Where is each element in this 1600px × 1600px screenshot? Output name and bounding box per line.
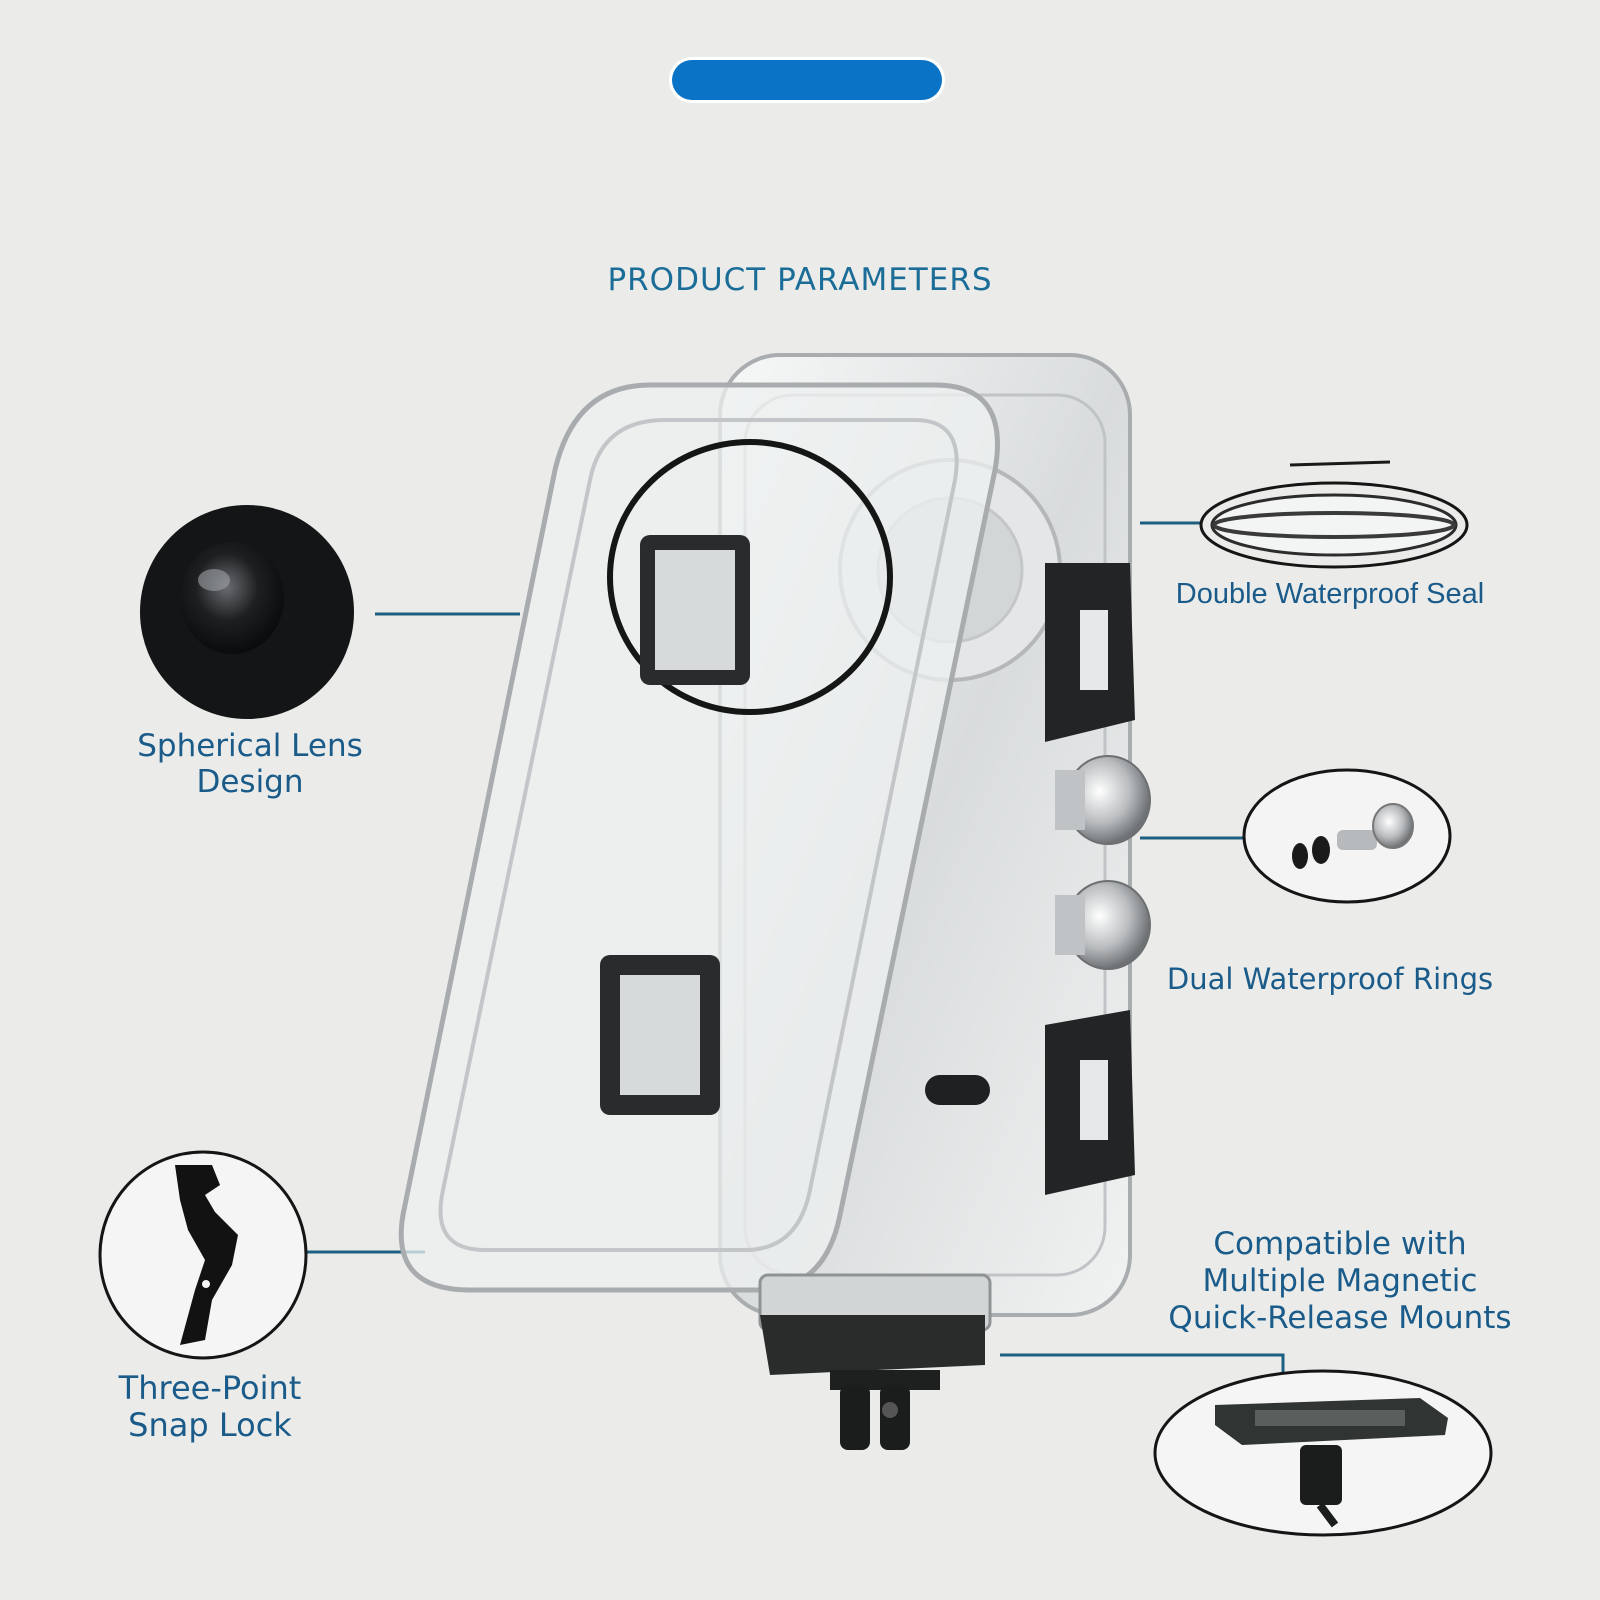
feature-label-rings: Dual Waterproof Rings <box>1166 962 1494 996</box>
seal-inset <box>1199 460 1469 569</box>
feature-label-mounts-line1: Compatible with <box>1213 1226 1467 1262</box>
feature-label-lock-line2: Snap Lock <box>128 1406 292 1444</box>
connector-mounts <box>1000 1353 1285 1372</box>
page-title: PRODUCT PARAMETERS <box>607 262 993 298</box>
feature-label-lens-line2: Design <box>196 764 304 800</box>
feature-label-lock-line1: Three-Point <box>118 1369 302 1407</box>
feature-label-lens-line1: Spherical Lens <box>137 728 363 764</box>
feature-label-mounts-line3: Quick-Release Mounts <box>1168 1300 1512 1336</box>
lock-inset <box>98 1150 308 1360</box>
side-clip-bottom <box>1045 1010 1135 1195</box>
lens-inset <box>140 505 354 719</box>
feature-label-seal: Double Waterproof Seal <box>1175 578 1485 610</box>
waterproof-case <box>398 353 1151 1450</box>
rings-inset <box>1242 768 1452 904</box>
accent-bar <box>672 60 942 100</box>
mount-inset <box>1153 1369 1493 1537</box>
feature-label-mounts: Compatible with Multiple Magnetic Quick-… <box>1130 1226 1550 1337</box>
feature-label-lens: Spherical Lens Design <box>110 728 390 800</box>
feature-label-lock: Three-Point Snap Lock <box>90 1370 330 1444</box>
feature-label-mounts-line2: Multiple Magnetic <box>1202 1263 1478 1299</box>
side-clip-top <box>1045 563 1135 742</box>
